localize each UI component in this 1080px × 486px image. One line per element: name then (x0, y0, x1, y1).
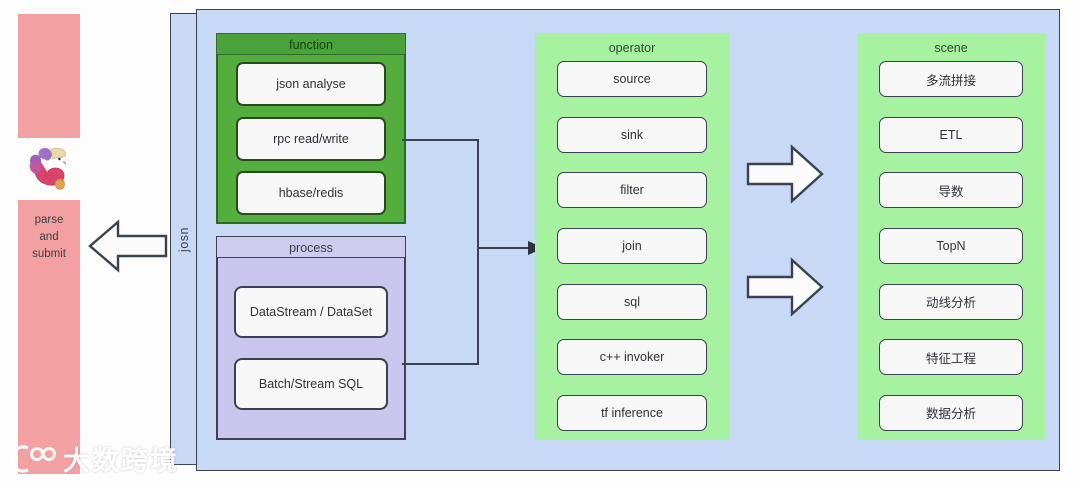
arrow-right-icon (746, 257, 824, 317)
operator-item-sql[interactable]: sql (557, 283, 707, 320)
operator-item-filter[interactable]: filter (557, 172, 707, 209)
process-item-datastream-dataset[interactable]: DataStream / DataSet (234, 286, 388, 338)
group-function-title: function (216, 33, 406, 55)
operator-item-sink[interactable]: sink (557, 116, 707, 153)
connector-function-process-to-operator (402, 139, 544, 365)
group-process-body: DataStream / DataSet Batch/Stream SQL (216, 258, 406, 440)
panel-scene: scene 多流拼接 ETL 导数 TopN 动线分析 特征工程 数据分析 (857, 33, 1045, 440)
function-item-hbase-redis[interactable]: hbase/redis (236, 171, 386, 215)
josn-channel-label: josn (177, 226, 191, 252)
function-item-rpc-read-write[interactable]: rpc read/write (236, 116, 386, 161)
scene-item-multi-stream-join[interactable]: 多流拼接 (879, 61, 1023, 97)
watermark-text: 大数跨境 (63, 446, 179, 476)
arrow-right-icon (746, 144, 824, 204)
josn-channel (170, 13, 198, 465)
group-function: function json analyse rpc read/write hba… (216, 33, 406, 224)
group-process-title: process (216, 236, 406, 258)
panel-operator-title: operator (608, 41, 656, 55)
panel-scene-title: scene (934, 41, 968, 55)
scene-item-topn[interactable]: TopN (879, 227, 1023, 264)
scene-item-data-analysis[interactable]: 数据分析 (879, 394, 1023, 431)
group-process: process DataStream / DataSet Batch/Strea… (216, 236, 406, 440)
function-item-json-analyse[interactable]: json analyse (236, 62, 386, 106)
operator-item-list: source sink filter join sql c++ invoker … (535, 61, 729, 431)
scene-item-list: 多流拼接 ETL 导数 TopN 动线分析 特征工程 数据分析 (857, 61, 1045, 431)
operator-item-join[interactable]: join (557, 227, 707, 264)
scene-item-etl[interactable]: ETL (879, 116, 1023, 153)
operator-item-tf-inference[interactable]: tf inference (557, 394, 707, 431)
arrow-left-icon (88, 219, 168, 273)
operator-item-source[interactable]: source (557, 61, 707, 97)
operator-item-cpp-invoker[interactable]: c++ invoker (557, 339, 707, 376)
apache-flink-squirrel-logo (18, 138, 80, 200)
scene-item-feature-engineering[interactable]: 特征工程 (879, 339, 1023, 376)
process-item-batch-stream-sql[interactable]: Batch/Stream SQL (234, 358, 388, 410)
panel-operator: operator source sink filter join sql c++… (535, 33, 729, 440)
client-column (18, 14, 80, 474)
group-function-body: json analyse rpc read/write hbase/redis (216, 55, 406, 224)
parse-and-submit-label: parse and submit (32, 214, 66, 260)
scene-item-data-export[interactable]: 导数 (879, 172, 1023, 209)
scene-item-trajectory-analysis[interactable]: 动线分析 (879, 283, 1023, 320)
flink-squirrel-glyph (29, 147, 67, 190)
